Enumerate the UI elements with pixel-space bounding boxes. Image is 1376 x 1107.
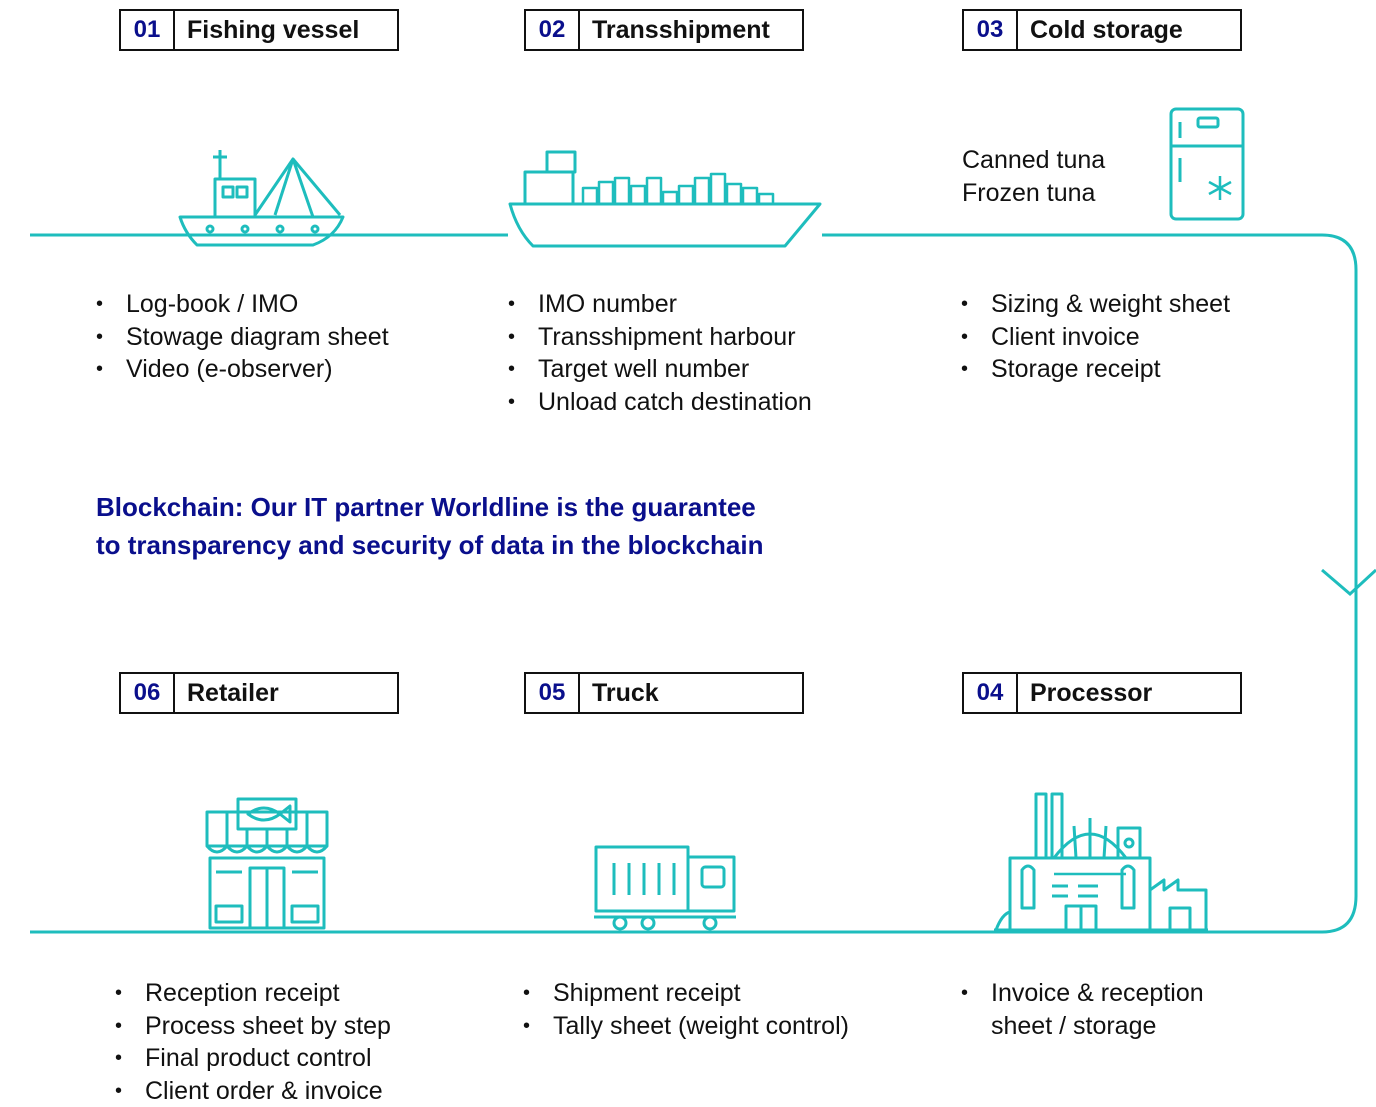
product-frozen-tuna: Frozen tuna [962, 177, 1105, 210]
step-name: Processor [1018, 679, 1152, 708]
step-name: Fishing vessel [175, 16, 359, 45]
list-item: Process sheet by step [115, 1010, 391, 1043]
list-item: Stowage diagram sheet [96, 321, 389, 354]
step-label-retailer: 06 Retailer [119, 672, 399, 714]
step-number: 05 [526, 674, 580, 712]
retailer-documents: Reception receipt Process sheet by step … [115, 977, 391, 1107]
cargo-ship-icon [505, 148, 825, 250]
step-number: 01 [121, 11, 175, 49]
blockchain-note-line: Blockchain: Our IT partner Worldline is … [96, 488, 896, 526]
list-item: Invoice & reception sheet / storage [961, 977, 1204, 1042]
step-number: 02 [526, 11, 580, 49]
step-label-transshipment: 02 Transshipment [524, 9, 804, 51]
flow-arrow-down-icon [1322, 570, 1376, 594]
step-number: 06 [121, 674, 175, 712]
processor-documents: Invoice & reception sheet / storage [961, 977, 1204, 1042]
list-item: Sizing & weight sheet [961, 288, 1230, 321]
fish-shop-icon [204, 796, 330, 932]
blockchain-note: Blockchain: Our IT partner Worldline is … [96, 488, 896, 564]
list-item: Storage receipt [961, 353, 1230, 386]
list-item: Shipment receipt [523, 977, 849, 1010]
freezer-icon [1168, 106, 1246, 222]
step-name: Retailer [175, 679, 279, 708]
list-item: Reception receipt [115, 977, 391, 1010]
list-item: Final product control [115, 1042, 391, 1075]
cold-storage-products: Canned tuna Frozen tuna [962, 144, 1105, 210]
list-item: Transshipment harbour [508, 321, 812, 354]
list-item-line: Invoice & reception [991, 979, 1204, 1007]
list-item: IMO number [508, 288, 812, 321]
truck-icon [592, 843, 738, 935]
step-label-processor: 04 Processor [962, 672, 1242, 714]
fishing-vessel-documents: Log-book / IMO Stowage diagram sheet Vid… [96, 288, 389, 386]
step-number: 03 [964, 11, 1018, 49]
step-number: 04 [964, 674, 1018, 712]
cold-storage-documents: Sizing & weight sheet Client invoice Sto… [961, 288, 1230, 386]
list-item: Log-book / IMO [96, 288, 389, 321]
blockchain-note-line: to transparency and security of data in … [96, 526, 896, 564]
list-item: Tally sheet (weight control) [523, 1010, 849, 1043]
list-item: Unload catch destination [508, 386, 812, 419]
transshipment-documents: IMO number Transshipment harbour Target … [508, 288, 812, 418]
step-name: Cold storage [1018, 16, 1183, 45]
list-item: Client invoice [961, 321, 1230, 354]
list-item: Client order & invoice [115, 1075, 391, 1107]
step-label-truck: 05 Truck [524, 672, 804, 714]
list-item: Video (e-observer) [96, 353, 389, 386]
fishing-boat-icon [175, 145, 350, 247]
step-label-cold-storage: 03 Cold storage [962, 9, 1242, 51]
truck-documents: Shipment receipt Tally sheet (weight con… [523, 977, 849, 1042]
list-item: Target well number [508, 353, 812, 386]
factory-icon [992, 790, 1210, 934]
step-name: Truck [580, 679, 659, 708]
step-name: Transshipment [580, 16, 770, 45]
list-item-line: sheet / storage [991, 1012, 1156, 1040]
step-label-fishing-vessel: 01 Fishing vessel [119, 9, 399, 51]
product-canned-tuna: Canned tuna [962, 144, 1105, 177]
